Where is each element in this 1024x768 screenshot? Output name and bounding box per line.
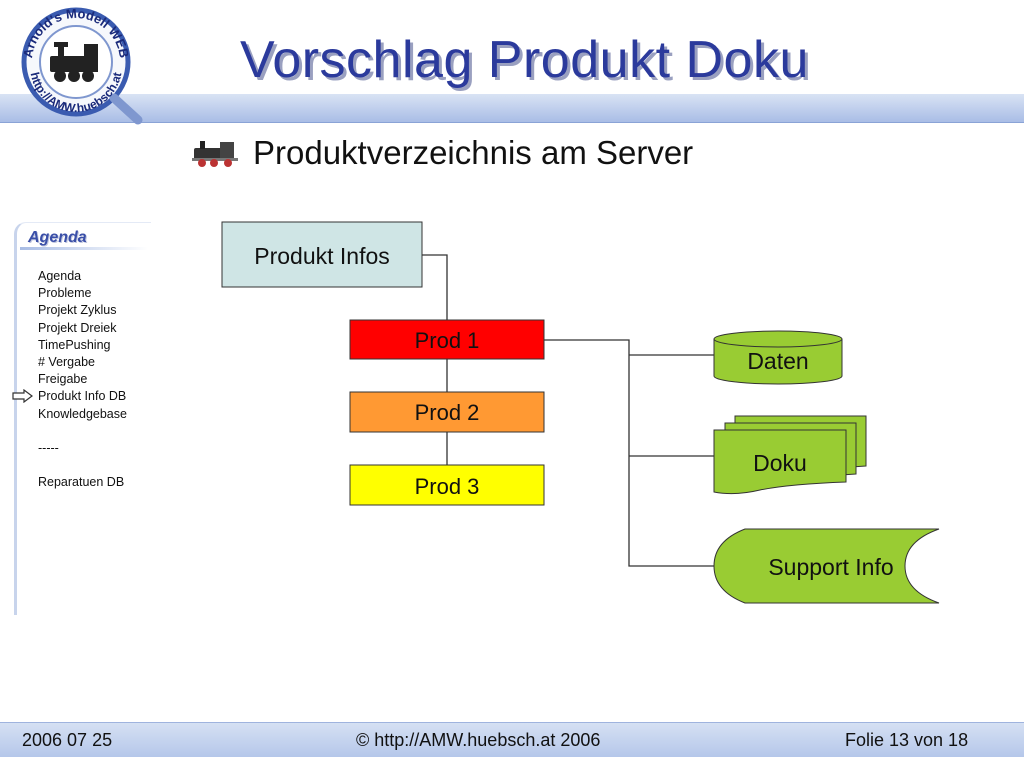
node-prod2-label: Prod 2: [415, 400, 480, 425]
slide-title: Vorschlag Produkt Doku: [240, 31, 809, 89]
locomotive-icon: [50, 42, 98, 82]
node-prod3[interactable]: Prod 3: [349, 464, 545, 506]
locomotive-icon: [192, 141, 238, 167]
agenda-item[interactable]: Projekt Zyklus: [38, 303, 117, 318]
header-band: [0, 94, 1024, 123]
agenda-heading: Agenda: [28, 229, 87, 246]
connector-infos-prod1: [422, 254, 448, 320]
agenda-list: Agenda Probleme Projekt Zyklus Projekt D…: [38, 268, 127, 492]
agenda-item[interactable]: Agenda: [38, 269, 82, 283]
arrow-right-icon: [12, 389, 33, 403]
agenda-item[interactable]: Knowledgebase: [38, 406, 127, 421]
connector-prod1-support: [544, 339, 714, 567]
agenda-item-current[interactable]: Produkt Info DB: [38, 389, 127, 404]
footer-copyright: © http://AMW.huebsch.at 2006: [356, 730, 601, 750]
agenda-item[interactable]: Reparatuen DB: [38, 475, 125, 490]
agenda-separator: -----: [38, 441, 59, 456]
node-prod1[interactable]: Prod 1: [349, 319, 545, 360]
node-doku-label: Doku: [753, 450, 807, 476]
footer-date: 2006 07 25: [22, 730, 113, 750]
node-prod2[interactable]: Prod 2: [349, 391, 545, 433]
footer-slide-number: Folie 13 von 18: [845, 730, 969, 750]
agenda-item[interactable]: Projekt Dreiek: [38, 320, 117, 335]
agenda-heading-underline: [20, 247, 148, 250]
node-produkt-infos[interactable]: Produkt Infos: [221, 221, 423, 288]
node-doku[interactable]: Doku: [713, 415, 867, 495]
agenda-item[interactable]: Probleme: [38, 286, 92, 301]
agenda-sidebar: [14, 222, 151, 615]
node-daten[interactable]: Daten: [713, 330, 843, 385]
connector-lines: [422, 254, 714, 567]
node-prod3-label: Prod 3: [415, 474, 480, 499]
node-support-info-label: Support Info: [768, 554, 893, 580]
agenda-item[interactable]: TimePushing: [38, 337, 111, 352]
site-logo: Arnold's Modell WEB http://AMW.huebsch.a…: [20, 6, 143, 125]
node-daten-label: Daten: [747, 348, 808, 374]
slide-subtitle: Produktverzeichnis am Server: [253, 134, 694, 171]
agenda-item[interactable]: Freigabe: [38, 372, 88, 387]
footer-band: [0, 722, 1024, 757]
node-produkt-infos-label: Produkt Infos: [254, 243, 390, 269]
node-support-info[interactable]: Support Info: [713, 528, 940, 604]
node-prod1-label: Prod 1: [415, 328, 480, 353]
agenda-item[interactable]: # Vergabe: [38, 355, 95, 370]
